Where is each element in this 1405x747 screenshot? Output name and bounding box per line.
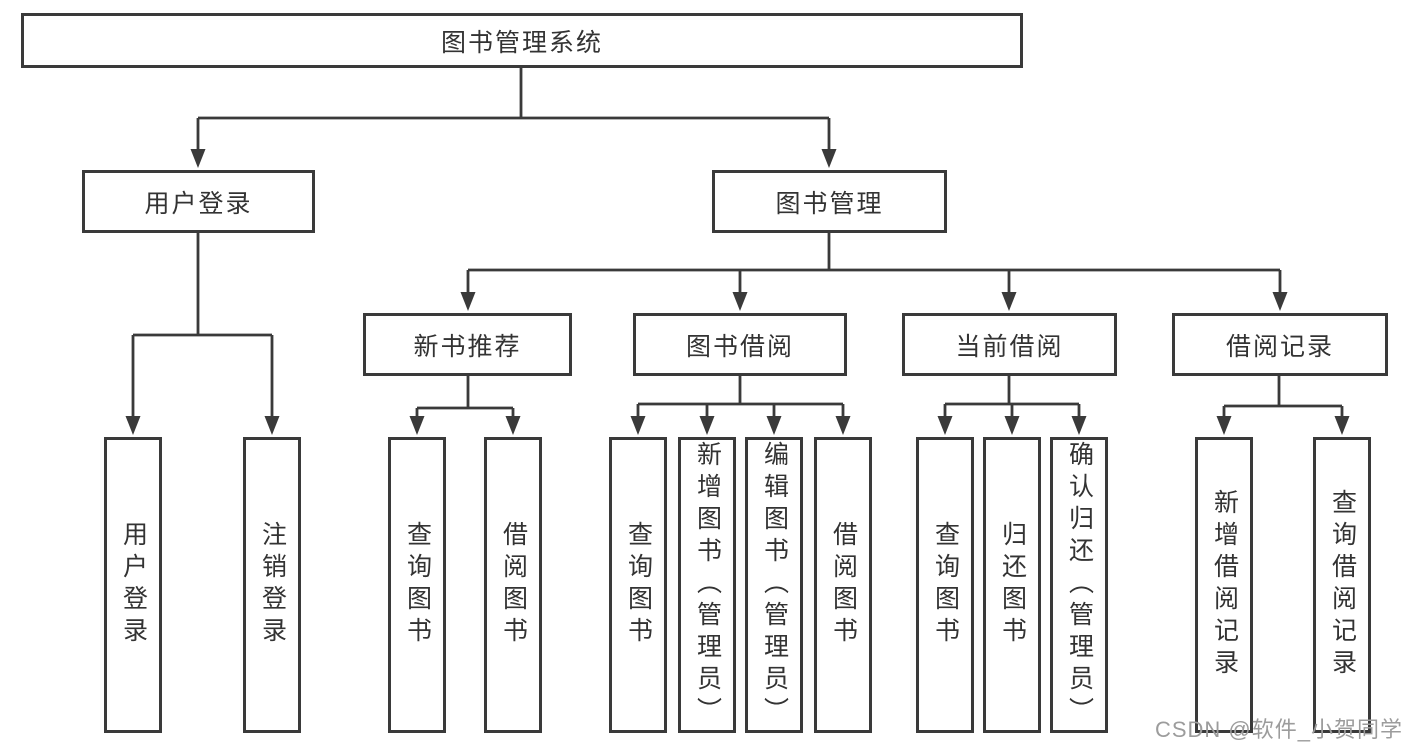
watermark: CSDN @软件_小贺同学 [1154,717,1403,742]
node-borrowing-records-label: 借阅记录 [1225,332,1334,361]
node-book-management-label: 图书管理 [775,189,884,218]
arrowhead-icon [190,149,206,168]
arrowhead-icon [1004,416,1020,435]
connector-new-book-recommend-children [415,376,515,422]
connector-root-to-level2 [196,68,831,153]
connector-borrowing-records-children [1222,376,1344,422]
node-root-label: 图书管理系统 [440,28,603,57]
node-query-borrow-record: 查询借阅记录 [1313,437,1371,733]
node-borrow-books-label: 借阅图书 [829,521,858,649]
node-confirm-return-admin-label: 确认归还（管理员） [1065,441,1094,729]
node-borrow-books: 借阅图书 [814,437,872,733]
connector-current-borrowing-children [943,376,1081,422]
arrowhead-icon [699,416,715,435]
node-add-book-admin: 新增图书（管理员） [678,437,736,733]
node-edit-book-admin: 编辑图书（管理员） [745,437,803,733]
node-query-books-current-label: 查询图书 [931,521,960,649]
node-query-books-borrowing-label: 查询图书 [624,521,653,649]
node-current-borrowing: 当前借阅 [902,313,1117,376]
arrowhead-icon [1216,416,1232,435]
node-logout-label: 注销登录 [258,521,287,649]
node-query-books-recommend: 查询图书 [388,437,446,733]
node-add-book-admin-label: 新增图书（管理员） [693,441,722,729]
node-new-book-recommend: 新书推荐 [363,313,572,376]
node-book-borrowing: 图书借阅 [633,313,847,376]
arrowhead-icon [460,292,476,311]
node-query-books-current: 查询图书 [916,437,974,733]
node-user-login: 用户登录 [82,170,315,233]
node-edit-book-admin-label: 编辑图书（管理员） [760,441,789,729]
arrowhead-icon [1334,416,1350,435]
node-query-books-borrowing: 查询图书 [609,437,667,733]
node-login: 用户登录 [104,437,162,733]
node-add-borrow-record: 新增借阅记录 [1195,437,1253,733]
arrowhead-icon [732,292,748,311]
node-new-book-recommend-label: 新书推荐 [413,332,522,361]
node-login-label: 用户登录 [119,521,148,649]
node-borrow-books-recommend-label: 借阅图书 [499,521,528,649]
arrowhead-icon [630,416,646,435]
connector-book-management-sections [466,233,1282,297]
node-confirm-return-admin: 确认归还（管理员） [1050,437,1108,733]
connector-book-borrowing-children [636,376,845,422]
node-return-book: 归还图书 [983,437,1041,733]
arrowhead-icon [766,416,782,435]
node-book-management: 图书管理 [712,170,947,233]
node-query-borrow-record-label: 查询借阅记录 [1328,489,1357,681]
node-book-borrowing-label: 图书借阅 [685,332,794,361]
node-query-books-recommend-label: 查询图书 [403,521,432,649]
arrowhead-icon [937,416,953,435]
arrowhead-icon [505,416,521,435]
arrowhead-icon [125,416,141,435]
node-root: 图书管理系统 [21,13,1023,68]
connector-user-login-children [131,233,274,421]
arrowhead-icon [1001,292,1017,311]
arrowhead-icon [264,416,280,435]
arrowhead-icon [835,416,851,435]
arrowhead-icon [821,149,837,168]
node-add-borrow-record-label: 新增借阅记录 [1210,489,1239,681]
node-return-book-label: 归还图书 [998,521,1027,649]
node-current-borrowing-label: 当前借阅 [955,332,1064,361]
node-logout: 注销登录 [243,437,301,733]
node-borrow-books-recommend: 借阅图书 [484,437,542,733]
arrowhead-icon [1272,292,1288,311]
node-user-login-label: 用户登录 [144,189,253,218]
arrowhead-icon [409,416,425,435]
node-borrowing-records: 借阅记录 [1172,313,1388,376]
arrowhead-icon [1071,416,1087,435]
